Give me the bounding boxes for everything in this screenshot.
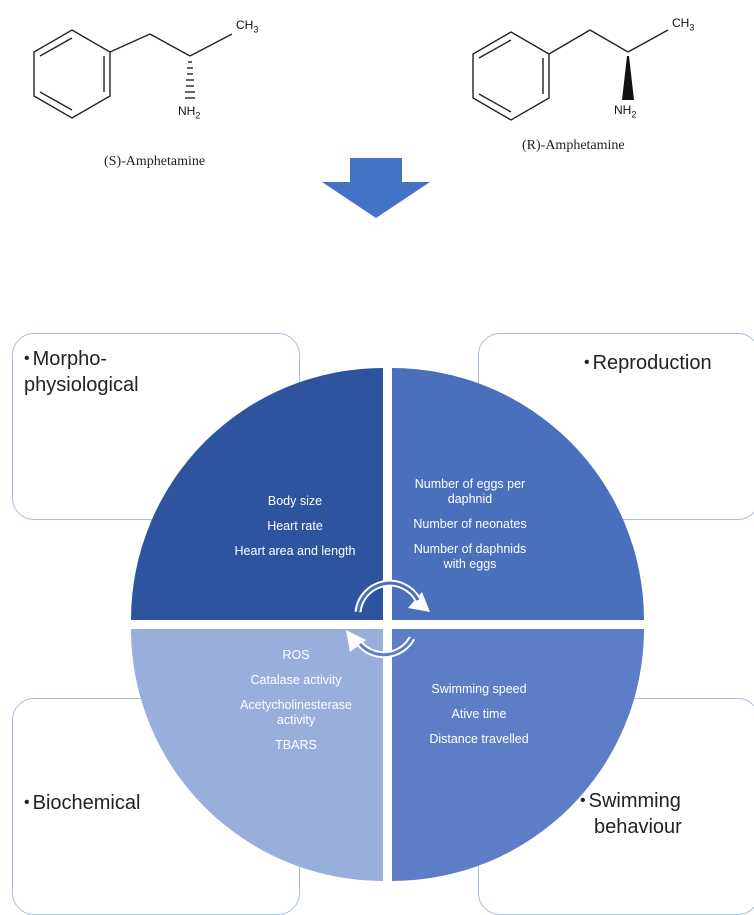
item-neonates: Number of neonates xyxy=(413,517,527,531)
r-solid-wedge xyxy=(622,56,634,100)
molecule-structures xyxy=(33,29,669,218)
bullet-icon: • xyxy=(24,350,30,367)
item-active-time: Ative time xyxy=(451,707,507,721)
quadrant-morpho xyxy=(131,368,383,620)
r-amphetamine-label: (R)-Amphetamine xyxy=(522,138,625,153)
s-hashed-wedge xyxy=(185,61,195,99)
reproduction-items: Number of eggs per daphnid Number of neo… xyxy=(400,477,540,582)
item-heart-rate: Heart rate xyxy=(267,519,323,533)
biochemical-items: ROS Catalase activity Acetycholinesteras… xyxy=(212,648,380,763)
item-catalase: Catalase activity xyxy=(250,673,342,687)
item-distance: Distance travelled xyxy=(429,732,529,746)
quadrant-swimming xyxy=(392,629,644,881)
bullet-icon: • xyxy=(584,354,590,371)
r-side-chain xyxy=(548,29,669,55)
item-daphnids-line1: Number of daphnids xyxy=(413,542,527,556)
morpho-items: Body size Heart rate Heart area and leng… xyxy=(210,494,380,569)
item-body-size: Body size xyxy=(267,494,323,508)
bullet-icon: • xyxy=(580,792,586,809)
quadrant-reproduction xyxy=(392,368,644,620)
item-ache-line1: Acetycholinesterase xyxy=(240,698,352,712)
biochemical-title: •Biochemical xyxy=(24,792,141,814)
r-methyl-label: CH3 xyxy=(672,16,695,33)
quadrant-biochemical xyxy=(131,629,383,881)
reproduction-title: •Reproduction xyxy=(584,352,712,374)
item-ache-line2: activity xyxy=(276,713,316,727)
s-methyl-label: CH3 xyxy=(236,18,259,35)
s-amine-label: NH2 xyxy=(178,104,201,121)
item-tbars: TBARS xyxy=(275,738,317,752)
s-side-chain xyxy=(109,33,233,57)
morpho-physiological-title: •Morpho- physiological xyxy=(24,348,139,396)
r-amine-label: NH2 xyxy=(614,103,637,120)
item-eggs-line1: Number of eggs per xyxy=(414,477,526,491)
item-ros: ROS xyxy=(282,648,310,662)
item-swimming-speed: Swimming speed xyxy=(431,682,527,696)
swimming-items: Swimming speed Ative time Distance trave… xyxy=(404,682,554,757)
swimming-behaviour-title: •Swimming behaviour xyxy=(580,790,682,838)
down-arrow-icon xyxy=(322,158,430,218)
bullet-icon: • xyxy=(24,794,30,811)
item-eggs-line2: daphnid xyxy=(447,492,493,506)
s-amphetamine-label: (S)-Amphetamine xyxy=(104,154,206,169)
item-heart-area: Heart area and length xyxy=(234,544,356,558)
item-daphnids-line2: with eggs xyxy=(443,557,497,571)
